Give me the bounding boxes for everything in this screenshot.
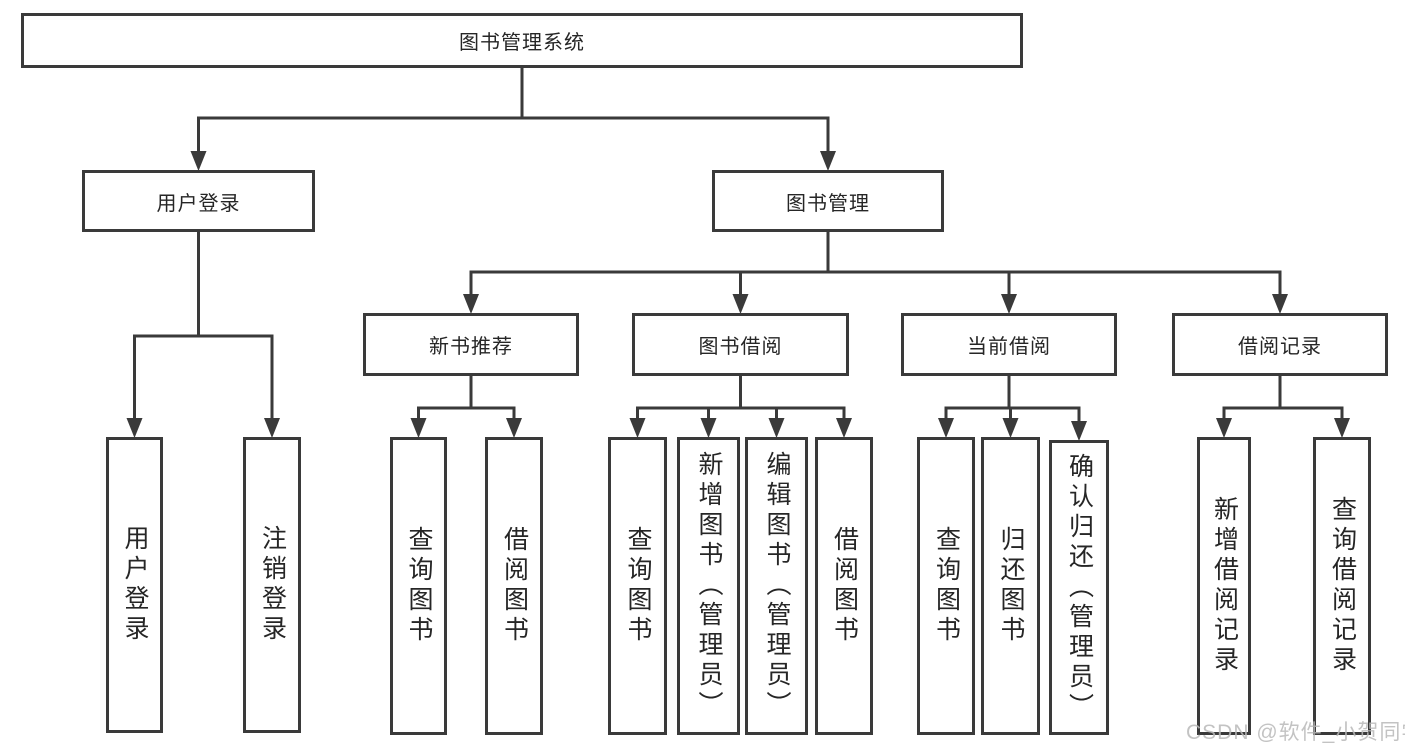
arrowhead-icon [1071, 421, 1087, 441]
node-records: 借阅记录 [1172, 313, 1388, 376]
node-label-root: 图书管理系统 [459, 32, 585, 54]
node-label-logout: 注销登录 [258, 525, 287, 645]
node-log-query: 查询借阅记录 [1313, 437, 1371, 735]
arrowhead-icon [410, 418, 427, 438]
node-user-login: 用户登录 [106, 437, 163, 733]
node-label-user-login: 用户登录 [121, 525, 149, 645]
node-label-log-query: 查询借阅记录 [1328, 496, 1357, 676]
arrowhead-icon [126, 418, 143, 438]
arrowhead-icon [1272, 294, 1288, 314]
node-rec-query: 查询图书 [390, 437, 447, 735]
arrowhead-icon [1216, 418, 1232, 438]
node-label-bor-edit: 编辑图书（管理员） [763, 451, 791, 721]
node-label-login: 用户登录 [156, 192, 241, 215]
watermark: CSDN @软件_小贺同学 [1186, 721, 1405, 744]
node-bor-borrow: 借阅图书 [815, 437, 873, 735]
node-label-bor-add: 新增图书（管理员） [695, 451, 723, 721]
node-root: 图书管理系统 [21, 13, 1023, 68]
node-label-cur-return: 归还图书 [997, 526, 1025, 646]
node-cur-query: 查询图书 [917, 437, 975, 735]
node-label-records: 借阅记录 [1238, 336, 1322, 358]
node-cur-confirm: 确认归还（管理员） [1049, 440, 1109, 735]
arrowhead-icon [1002, 418, 1019, 438]
arrowhead-icon [732, 294, 749, 314]
node-log-add: 新增借阅记录 [1197, 437, 1251, 735]
node-label-current: 当前借阅 [967, 336, 1051, 358]
node-label-bor-query: 查询图书 [624, 526, 652, 646]
node-label-bor-borrow: 借阅图书 [830, 526, 859, 646]
arrowhead-icon [820, 151, 836, 171]
node-mgmt: 图书管理 [712, 170, 944, 232]
node-logout: 注销登录 [243, 437, 301, 733]
arrowhead-icon [190, 151, 207, 171]
node-label-rec-borrow: 借阅图书 [500, 526, 529, 646]
node-login: 用户登录 [82, 170, 315, 232]
node-current: 当前借阅 [901, 313, 1117, 376]
node-label-log-add: 新增借阅记录 [1210, 496, 1239, 676]
node-label-recommend: 新书推荐 [429, 336, 513, 358]
node-rec-borrow: 借阅图书 [485, 437, 543, 735]
node-bor-add: 新增图书（管理员） [677, 437, 740, 735]
arrowhead-icon [463, 294, 479, 314]
arrowhead-icon [1334, 418, 1350, 438]
arrowhead-icon [938, 418, 954, 438]
arrowhead-icon [1001, 294, 1017, 314]
node-label-mgmt: 图书管理 [786, 192, 870, 215]
node-label-cur-confirm: 确认归还（管理员） [1065, 452, 1094, 723]
arrowhead-icon [836, 418, 852, 438]
node-cur-return: 归还图书 [981, 437, 1040, 735]
node-label-cur-query: 查询图书 [932, 526, 961, 646]
node-recommend: 新书推荐 [363, 313, 579, 376]
arrowhead-icon [768, 418, 785, 438]
node-label-rec-query: 查询图书 [405, 526, 433, 646]
node-bor-edit: 编辑图书（管理员） [745, 437, 808, 735]
arrowhead-icon [700, 418, 717, 438]
arrowhead-icon [506, 418, 522, 438]
arrowhead-icon [629, 418, 646, 438]
node-label-borrow: 图书借阅 [698, 336, 783, 358]
arrowhead-icon [264, 418, 280, 438]
node-borrow: 图书借阅 [632, 313, 849, 376]
node-bor-query: 查询图书 [608, 437, 667, 735]
